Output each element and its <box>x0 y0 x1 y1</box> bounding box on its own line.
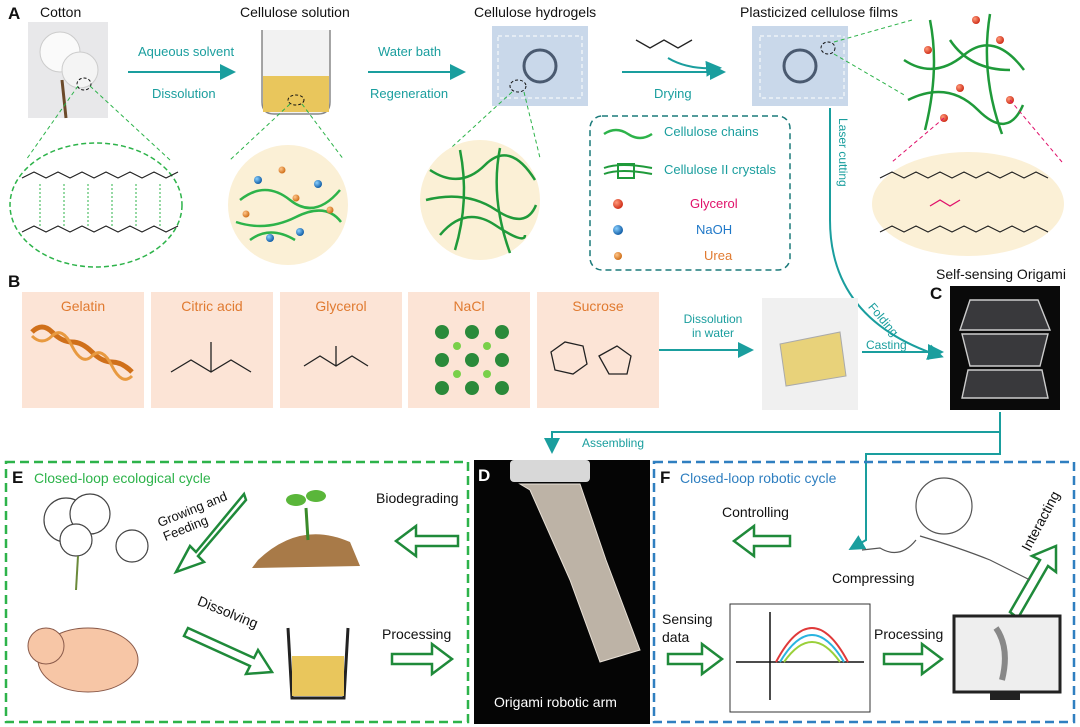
label-cellulose-solution: Cellulose solution <box>240 4 350 20</box>
legend-urea: Urea <box>704 248 733 263</box>
chem-box-glycerol: Glycerol <box>280 292 402 408</box>
sensing-chart-frame <box>729 603 871 713</box>
pig-sketch <box>27 627 139 693</box>
chem-box-gelatin: Gelatin <box>22 292 144 408</box>
panel-label-b: B <box>8 272 21 291</box>
arrow-growing <box>173 491 248 575</box>
film-zoom <box>900 4 1036 140</box>
nacl-lattice-icon <box>435 325 509 395</box>
label-self-sensing-origami: Self-sensing Origami <box>936 266 1066 282</box>
chem-box-sucrose: Sucrose <box>537 292 659 408</box>
soil-sprout-sketch <box>252 490 360 568</box>
label-dissolution-in-water: Dissolution in water <box>683 312 743 340</box>
panel-f-border <box>652 460 1076 724</box>
arrow-interacting <box>1008 544 1058 620</box>
chem-name-gelatin: Gelatin <box>60 298 106 314</box>
solution-zoom <box>228 145 348 265</box>
plasticized-structure <box>872 152 1064 256</box>
arrow-sensing <box>666 641 725 677</box>
label-sensing-data: Sensing data <box>662 611 713 645</box>
label-drying: Drying <box>654 86 692 101</box>
panel-label-e: E <box>12 468 24 487</box>
label-biodegrading: Biodegrading <box>376 490 459 506</box>
chem-name-glycerol: Glycerol <box>315 298 367 314</box>
chem-name-sucrose: Sucrose <box>572 298 624 314</box>
label-aqueous-solvent: Aqueous solvent <box>138 44 235 59</box>
hydrogel-zoom <box>420 140 540 260</box>
sucrose-structure-icon <box>550 341 632 375</box>
hydrogel-photo <box>492 26 588 106</box>
panel-e-title: Closed-loop ecological cycle <box>34 470 211 486</box>
chem-name-citric-acid: Citric acid <box>181 298 243 314</box>
label-processing-f: Processing <box>874 626 944 642</box>
panel-label-a: A <box>8 4 21 23</box>
label-water-bath: Water bath <box>378 44 442 59</box>
panel-f-title: Closed-loop robotic cycle <box>680 470 837 486</box>
label-regeneration: Regeneration <box>370 86 449 101</box>
label-cellulose-hydrogels: Cellulose hydrogels <box>474 4 597 20</box>
panel-label-f: F <box>660 468 671 487</box>
chem-box-nacl: NaCl <box>408 292 530 408</box>
human-sketch <box>861 477 1031 581</box>
chem-name-nacl: NaCl <box>453 298 485 314</box>
legend-naoh: NaOH <box>696 222 733 237</box>
panel-label-d: D <box>478 466 491 485</box>
glycerol-structure-icon <box>303 346 369 367</box>
legend-box <box>589 115 791 271</box>
arrow-processing-e <box>390 641 455 677</box>
label-dissolution: Dissolution <box>152 86 216 101</box>
legend-glycerol: Glycerol <box>690 196 738 211</box>
panel-label-c: C <box>930 284 943 303</box>
legend-chains: Cellulose chains <box>664 124 759 139</box>
label-compressing: Compressing <box>832 570 915 586</box>
label-laser-cutting: Laser cutting <box>836 118 850 187</box>
arrow-processing-f <box>882 641 945 677</box>
chem-box-citric-acid: Citric acid <box>151 292 273 408</box>
panel-d-caption: Origami robotic arm <box>494 694 617 710</box>
arrow-controlling <box>731 523 792 559</box>
films-photo <box>752 26 848 106</box>
label-controlling: Controlling <box>722 504 789 520</box>
label-assembling: Assembling <box>582 436 645 450</box>
beaker-sketch <box>286 627 350 700</box>
label-cotton: Cotton <box>40 4 82 20</box>
cotton-plant-sketch <box>43 493 149 591</box>
legend-crystals: Cellulose II crystals <box>664 162 776 177</box>
label-plasticized-films: Plasticized cellulose films <box>740 4 898 20</box>
label-processing-e: Processing <box>382 626 452 642</box>
arrow-biodegrading <box>393 523 460 559</box>
gelatin-helix-icon <box>30 324 134 381</box>
panel-e-border <box>4 460 470 724</box>
citric-acid-structure-icon <box>170 342 252 373</box>
arrow-dissolving <box>182 626 275 676</box>
cellulose-i-structure <box>9 142 183 268</box>
label-casting: Casting <box>866 338 907 352</box>
